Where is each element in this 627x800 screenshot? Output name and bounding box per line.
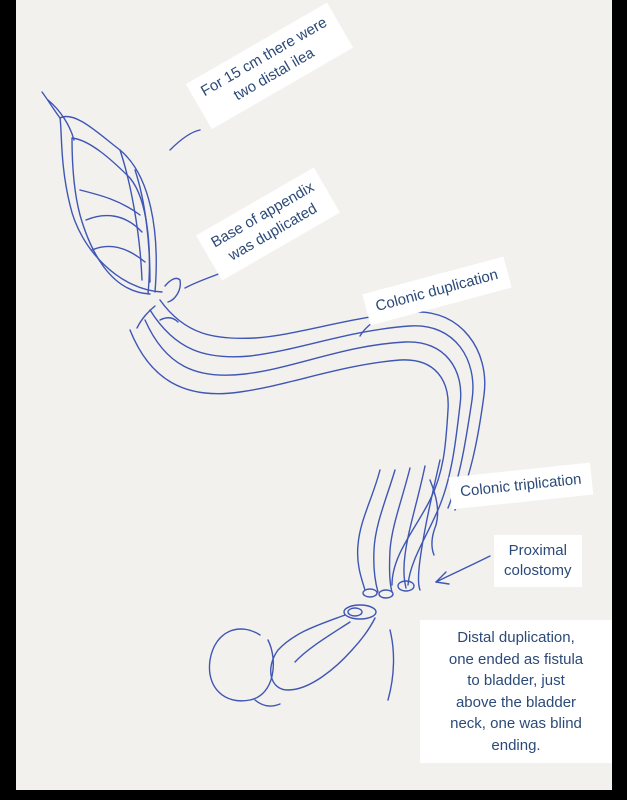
- label-line: to bladder, just: [467, 672, 565, 689]
- label-line: colostomy: [504, 562, 572, 579]
- label-line: Colonic triplication: [459, 470, 583, 501]
- distal-ilea-drawing: [41, 91, 182, 303]
- label-line: Proximal: [508, 542, 567, 559]
- label-proximal-colostomy: Proximal colostomy: [494, 535, 582, 587]
- label-distal-duplication: Distal duplication, one ended as fistula…: [420, 620, 612, 763]
- annotation-arrows: [169, 129, 491, 701]
- colonic-triplication-drawing: [356, 459, 441, 599]
- label-line: ending.: [491, 736, 541, 754]
- label-line: Distal duplication,: [457, 629, 575, 646]
- distal-duplication-drawing: [208, 604, 377, 707]
- label-line: one ended as fistula: [448, 650, 584, 668]
- label-line: neck, one was blind: [450, 715, 582, 732]
- label-line: above the bladder: [455, 693, 577, 711]
